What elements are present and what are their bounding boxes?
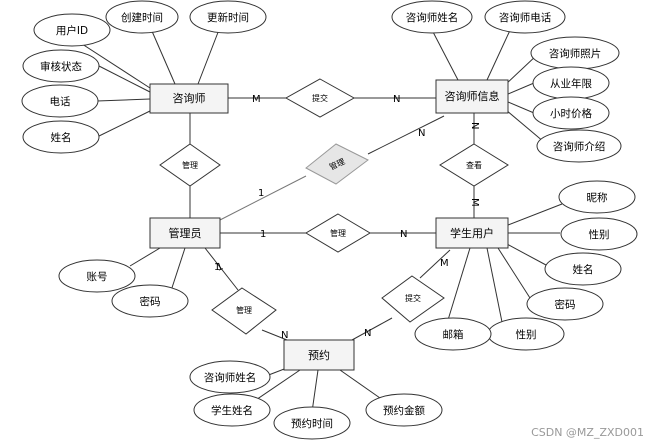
attribute-appt-counselor-name: 咨询师姓名 bbox=[189, 360, 271, 394]
svg-text:咨询师姓名: 咨询师姓名 bbox=[406, 11, 459, 24]
cardinality-appointment-admin: 1 bbox=[214, 262, 220, 273]
svg-text:咨询师信息: 咨询师信息 bbox=[445, 89, 500, 103]
svg-text:提交: 提交 bbox=[405, 293, 421, 303]
svg-text:密码: 密码 bbox=[555, 298, 576, 311]
attribute-user-id: 用户ID bbox=[33, 13, 111, 47]
svg-text:咨询师姓名: 咨询师姓名 bbox=[204, 371, 257, 384]
relationship-manage-appointment: 管理 bbox=[211, 287, 277, 335]
attribute-counselor-intro: 咨询师介绍 bbox=[536, 129, 622, 163]
svg-text:邮箱: 邮箱 bbox=[443, 328, 464, 341]
svg-text:性别: 性别 bbox=[589, 228, 610, 241]
relationship-submit-counselor: 提交 bbox=[284, 78, 356, 118]
entity-admin: 管理员 bbox=[149, 217, 221, 249]
svg-text:更新时间: 更新时间 bbox=[207, 11, 249, 24]
relationship-manage-counselor: 管理 bbox=[159, 143, 221, 187]
svg-text:创建时间: 创建时间 bbox=[121, 11, 163, 24]
cardinality-student-view: M bbox=[469, 198, 480, 207]
attribute-name: 姓名 bbox=[22, 120, 100, 154]
entity-student-user: 学生用户 bbox=[435, 217, 509, 249]
svg-text:密码: 密码 bbox=[140, 295, 161, 308]
relationship-manage-counselor-info: 管理 bbox=[305, 143, 369, 185]
cardinality-admin-manage-counselor: 1 bbox=[258, 188, 264, 199]
attribute-appt-student-name: 学生姓名 bbox=[193, 393, 271, 427]
entity-counselor-info: 咨询师信息 bbox=[435, 79, 509, 114]
attribute-counselor-phone: 咨询师电话 bbox=[484, 0, 566, 34]
attribute-gender: 性别 bbox=[560, 217, 638, 251]
cardinalities: M N 1 1 N N M 1 N 1 N M N bbox=[214, 94, 480, 341]
svg-text:从业年限: 从业年限 bbox=[550, 77, 592, 90]
entity-counselor: 咨询师 bbox=[149, 83, 229, 114]
svg-text:姓名: 姓名 bbox=[51, 131, 72, 144]
attribute-years-practice: 从业年限 bbox=[532, 66, 610, 100]
attribute-nickname: 昵称 bbox=[558, 180, 636, 214]
svg-text:预约金额: 预约金额 bbox=[383, 404, 425, 417]
svg-text:学生用户: 学生用户 bbox=[450, 226, 494, 240]
svg-text:咨询师介绍: 咨询师介绍 bbox=[553, 140, 606, 153]
relationship-manage-student: 管理 bbox=[305, 213, 371, 253]
svg-text:管理员: 管理员 bbox=[169, 226, 202, 240]
svg-text:咨询师: 咨询师 bbox=[173, 91, 206, 105]
attribute-account: 账号 bbox=[58, 259, 136, 293]
svg-text:用户ID: 用户ID bbox=[56, 24, 88, 37]
cardinality-info-submit: N bbox=[393, 94, 400, 105]
cardinality-appointment-submit: N bbox=[364, 328, 371, 339]
attribute-email: 邮箱 bbox=[414, 317, 492, 351]
svg-text:姓名: 姓名 bbox=[573, 263, 594, 276]
cardinality-counselor-submit: M bbox=[252, 94, 261, 105]
svg-text:管理: 管理 bbox=[330, 228, 346, 238]
svg-text:学生姓名: 学生姓名 bbox=[211, 404, 253, 417]
svg-text:账号: 账号 bbox=[87, 271, 108, 283]
attribute-updated-time: 更新时间 bbox=[189, 0, 267, 34]
attribute-appt-time: 预约时间 bbox=[273, 406, 351, 440]
attribute-review-status: 审核状态 bbox=[22, 49, 100, 83]
attribute-created-time: 创建时间 bbox=[105, 0, 179, 34]
attribute-counselor-name: 咨询师姓名 bbox=[391, 0, 473, 34]
attribute-hourly-price: 小时价格 bbox=[532, 96, 610, 130]
relationship-submit-appointment: 提交 bbox=[381, 275, 445, 323]
attribute-gender-2: 性别 bbox=[487, 317, 565, 351]
cardinality-info-manage-admin: N bbox=[418, 128, 425, 139]
entity-appointment: 预约 bbox=[283, 339, 355, 371]
svg-text:预约: 预约 bbox=[308, 349, 330, 362]
cardinality-info-view: N bbox=[469, 122, 480, 129]
attribute-admin-password: 密码 bbox=[111, 284, 189, 318]
svg-text:提交: 提交 bbox=[312, 93, 328, 103]
svg-text:电话: 电话 bbox=[50, 95, 71, 108]
svg-text:昵称: 昵称 bbox=[587, 191, 608, 204]
attribute-counselor-photo: 咨询师照片 bbox=[530, 36, 620, 70]
svg-text:审核状态: 审核状态 bbox=[40, 60, 82, 73]
attribute-student-name: 姓名 bbox=[544, 252, 622, 286]
svg-text:查看: 查看 bbox=[466, 160, 482, 170]
attribute-appt-amount: 预约金额 bbox=[365, 393, 443, 427]
cardinality-student-submit: M bbox=[440, 258, 449, 269]
cardinality-student-manage-admin: N bbox=[400, 229, 407, 240]
svg-text:咨询师电话: 咨询师电话 bbox=[499, 11, 552, 24]
attribute-student-password: 密码 bbox=[526, 287, 604, 321]
svg-text:性别: 性别 bbox=[516, 328, 537, 341]
svg-text:管理: 管理 bbox=[236, 305, 252, 315]
svg-text:咨询师照片: 咨询师照片 bbox=[549, 47, 602, 60]
svg-text:管理: 管理 bbox=[182, 160, 198, 170]
watermark: CSDN @MZ_ZXD001 bbox=[531, 426, 644, 439]
svg-text:小时价格: 小时价格 bbox=[550, 107, 592, 120]
svg-text:预约时间: 预约时间 bbox=[291, 417, 333, 430]
cardinality-admin-manage-info: 1 bbox=[215, 261, 225, 274]
relationship-view: 查看 bbox=[439, 143, 509, 187]
attribute-phone: 电话 bbox=[21, 84, 99, 118]
cardinality-appointment-manage: N bbox=[281, 330, 288, 341]
cardinality-admin-manage-student: 1 bbox=[260, 229, 266, 240]
